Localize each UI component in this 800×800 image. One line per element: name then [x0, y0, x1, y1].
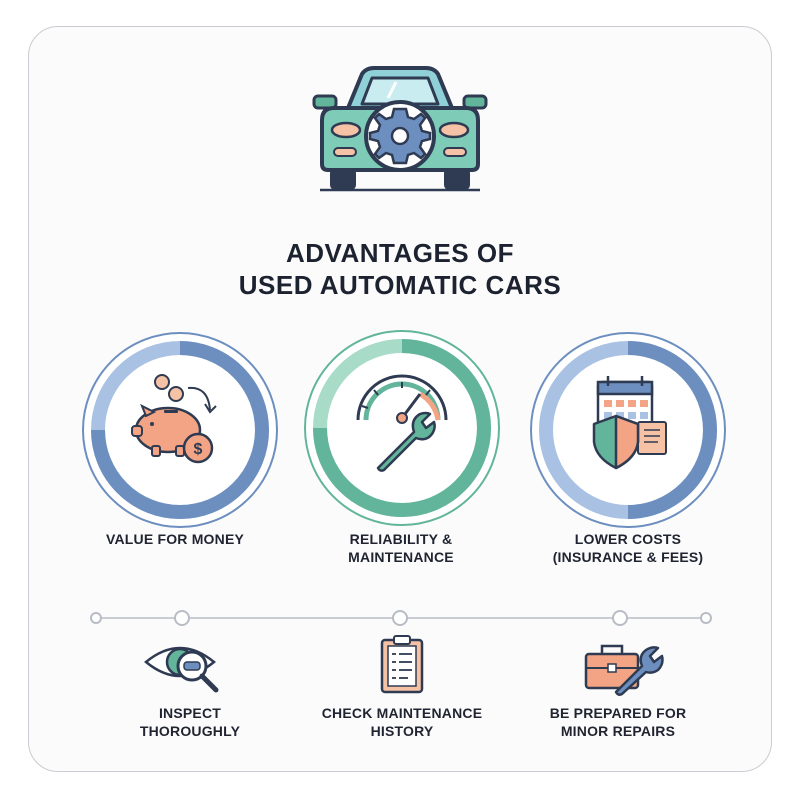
timeline-dot [174, 610, 190, 626]
advantage-ring-costs [530, 332, 726, 528]
tip-label-history: CHECK MAINTENANCE HISTORY [282, 704, 522, 740]
advantage-label-value: VALUE FOR MONEY [65, 530, 285, 548]
page-title-line1: ADVANTAGES OF [286, 238, 514, 268]
tip-label-line1: BE PREPARED FOR [549, 705, 687, 721]
shield-calendar-icon [592, 376, 667, 470]
timeline-dot [612, 610, 628, 626]
tip-label-inspect: INSPECT THOROUGHLY [70, 704, 310, 740]
advantage-label-line1: RELIABILITY & [349, 531, 453, 547]
gauge-wrench-icon [356, 374, 448, 472]
advantage-ring-value: $ [82, 332, 278, 528]
advantage-label-line2: (INSURANCE & FEES) [552, 549, 704, 565]
page-title-line2: USED AUTOMATIC CARS [238, 270, 562, 300]
advantage-label-line1: LOWER COSTS [574, 531, 682, 547]
tip-label-line1: INSPECT [158, 705, 222, 721]
advantage-label-line2: MAINTENANCE [348, 549, 454, 565]
tip-label-line2: HISTORY [370, 723, 434, 739]
tip-label-line2: THOROUGHLY [139, 723, 241, 739]
timeline [90, 610, 712, 626]
piggy-bank-icon: $ [131, 374, 217, 464]
advantage-label-line1: VALUE FOR MONEY [105, 531, 245, 547]
clipboard-checklist-icon [380, 635, 424, 694]
timeline-dot [700, 612, 712, 624]
toolbox-wrench-icon [584, 644, 664, 696]
timeline-dot [90, 612, 102, 624]
tip-label-repairs: BE PREPARED FOR MINOR REPAIRS [498, 704, 738, 740]
eye-magnifier-icon [144, 646, 219, 693]
svg-text:$: $ [194, 441, 203, 458]
timeline-dot [392, 610, 408, 626]
advantage-label-reliability: RELIABILITY & MAINTENANCE [291, 530, 511, 566]
tip-label-line2: MINOR REPAIRS [560, 723, 676, 739]
car-gear-icon [312, 66, 488, 192]
advantage-ring-reliability [304, 330, 500, 526]
tip-label-line1: CHECK MAINTENANCE [321, 705, 483, 721]
advantage-label-costs: LOWER COSTS (INSURANCE & FEES) [518, 530, 738, 566]
